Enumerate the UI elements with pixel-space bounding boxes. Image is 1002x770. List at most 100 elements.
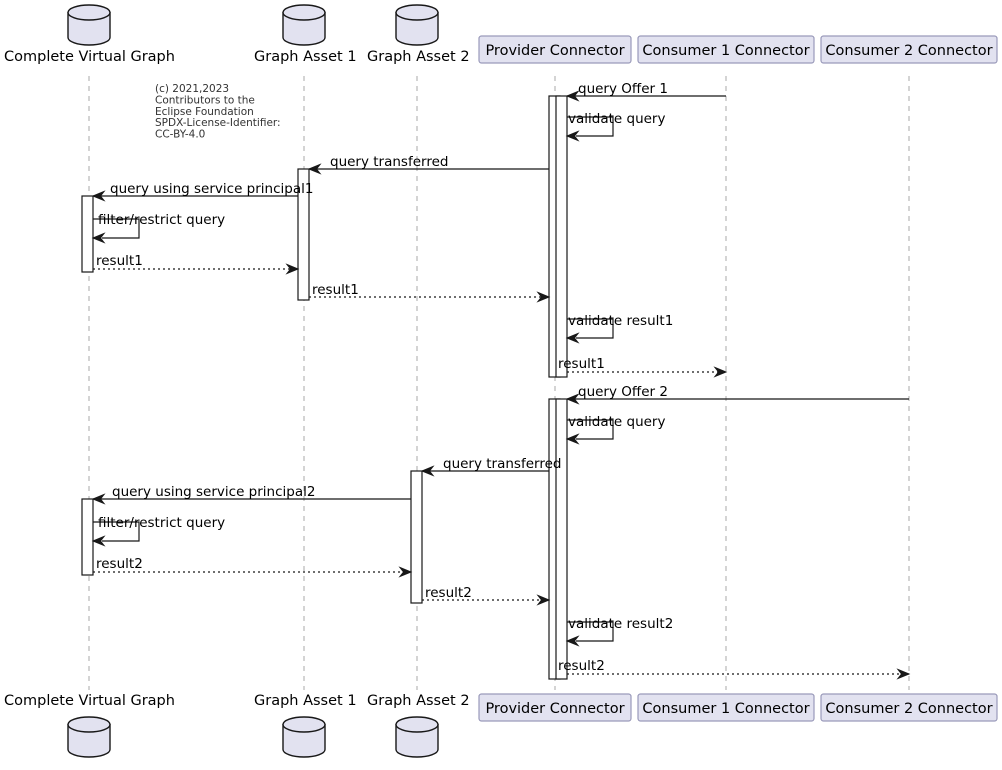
participant-label-c1-top: Consumer 1 Connector xyxy=(642,43,809,59)
db-cylinder-top xyxy=(67,716,111,733)
participant-label-cvg-top: Complete Virtual Graph xyxy=(4,49,175,65)
message-m18: result2 xyxy=(558,658,911,680)
message-m1: query Offer 1 xyxy=(565,81,726,102)
message-label-m11: validate query xyxy=(568,414,665,430)
message-label-m3: query transferred xyxy=(330,154,448,170)
message-label-m13: query using service principal2 xyxy=(112,484,315,500)
message-label-m15: result2 xyxy=(96,556,143,572)
participant-label-ga1-bottom: Graph Asset 1 xyxy=(254,693,357,709)
participant-box-prov[interactable]: Provider Connector xyxy=(478,35,632,64)
database-icon-cvg xyxy=(67,716,111,758)
arrowhead-m14 xyxy=(91,535,106,547)
messages-layer: query Offer 1 validate query query transfe… xyxy=(91,81,911,680)
db-cylinder-top xyxy=(282,4,326,21)
db-cylinder-top xyxy=(395,4,439,21)
db-cylinder-body xyxy=(67,11,111,46)
participant-label-cvg-bottom: Complete Virtual Graph xyxy=(4,693,175,709)
message-label-m6: result1 xyxy=(96,253,143,269)
arrowhead-m8 xyxy=(565,332,580,344)
self-message-line-m8 xyxy=(567,318,614,339)
participant-box-c2[interactable]: Consumer 2 Connector xyxy=(820,693,998,722)
participant-label-ga1-top: Graph Asset 1 xyxy=(254,49,357,65)
message-m15: result2 xyxy=(93,556,413,578)
arrowhead-m12 xyxy=(420,465,435,477)
self-message-line-m17 xyxy=(567,621,614,642)
message-label-m16: result2 xyxy=(425,585,472,601)
self-message-line-m2 xyxy=(567,116,614,137)
db-cylinder-body xyxy=(282,723,326,758)
arrowhead-m16 xyxy=(536,594,551,606)
message-m2: validate query xyxy=(565,111,665,142)
participant-label-prov-top: Provider Connector xyxy=(485,43,624,59)
message-m16: result2 xyxy=(422,585,551,606)
participant-box-rect-c1[interactable] xyxy=(637,35,815,64)
participant-box-rect-prov[interactable] xyxy=(478,693,632,722)
participant-box-rect-prov[interactable] xyxy=(478,35,632,64)
message-label-m14: filter/restrict query xyxy=(98,515,225,531)
participant-label-ga2-top: Graph Asset 2 xyxy=(367,49,470,65)
message-m10: query Offer 2 xyxy=(565,384,909,405)
participant-label-c2-bottom: Consumer 2 Connector xyxy=(825,701,992,717)
participant-box-rect-c1[interactable] xyxy=(637,693,815,722)
activation-bar-cvg xyxy=(81,498,94,576)
database-icon-ga2 xyxy=(395,716,439,758)
message-m11: validate query xyxy=(565,414,665,445)
message-m12: query transferred xyxy=(420,456,561,477)
message-m6: result1 xyxy=(93,253,300,275)
copyright-note-line-0: (c) 2021,2023 xyxy=(155,83,229,95)
participant-box-c1[interactable]: Consumer 1 Connector xyxy=(637,35,815,64)
arrowhead-m17 xyxy=(565,635,580,647)
database-icon-ga2 xyxy=(395,4,439,46)
db-cylinder-top xyxy=(282,716,326,733)
message-m17: validate result2 xyxy=(565,616,673,647)
message-label-m7: result1 xyxy=(312,282,359,298)
participant-box-rect-c2[interactable] xyxy=(820,693,998,722)
message-label-m1: query Offer 1 xyxy=(578,81,668,97)
participant-label-ga2-bottom: Graph Asset 2 xyxy=(367,693,470,709)
arrowhead-m11 xyxy=(565,433,580,445)
arrowhead-m3 xyxy=(307,163,322,175)
activations-layer xyxy=(81,95,568,680)
db-cylinder-top xyxy=(395,716,439,733)
db-cylinder-top xyxy=(67,4,111,21)
activation-bar-prov xyxy=(555,398,568,680)
participant-box-c2[interactable]: Consumer 2 Connector xyxy=(820,35,998,64)
message-m7: result1 xyxy=(309,282,551,303)
lifelines-layer xyxy=(88,76,910,690)
db-cylinder-body xyxy=(395,11,439,46)
self-message-line-m14 xyxy=(93,521,140,542)
message-label-m8: validate result1 xyxy=(568,313,673,329)
participant-label-c2-top: Consumer 2 Connector xyxy=(825,43,992,59)
message-m8: validate result1 xyxy=(565,313,673,344)
arrowhead-m2 xyxy=(565,130,580,142)
arrowhead-m6 xyxy=(285,263,300,275)
database-icon-ga1 xyxy=(282,716,326,758)
arrowhead-m4 xyxy=(91,190,106,202)
database-icon-ga1 xyxy=(282,4,326,46)
message-label-m2: validate query xyxy=(568,111,665,127)
arrowhead-m7 xyxy=(536,291,551,303)
copyright-note-line-1: Contributors to the xyxy=(155,94,255,106)
participant-box-c1[interactable]: Consumer 1 Connector xyxy=(637,693,815,722)
arrowhead-m9 xyxy=(713,366,728,378)
message-label-m12: query transferred xyxy=(443,456,561,472)
db-cylinder-body xyxy=(67,723,111,758)
message-label-m5: filter/restrict query xyxy=(98,212,225,228)
activation-bar-cvg xyxy=(81,195,94,273)
arrowhead-m5 xyxy=(91,232,106,244)
copyright-note-line-2: Eclipse Foundation xyxy=(155,106,254,118)
arrowhead-m18 xyxy=(896,668,911,680)
database-icon-cvg xyxy=(67,4,111,46)
db-cylinder-body xyxy=(282,11,326,46)
copyright-note-line-4: CC-BY-4.0 xyxy=(155,129,205,141)
arrowhead-m1 xyxy=(565,90,580,102)
arrowhead-m10 xyxy=(565,393,580,405)
db-cylinder-body xyxy=(395,723,439,758)
message-m5: filter/restrict query xyxy=(91,212,225,244)
self-message-line-m5 xyxy=(93,218,140,239)
participant-box-rect-c2[interactable] xyxy=(820,35,998,64)
participant-box-prov[interactable]: Provider Connector xyxy=(478,693,632,722)
